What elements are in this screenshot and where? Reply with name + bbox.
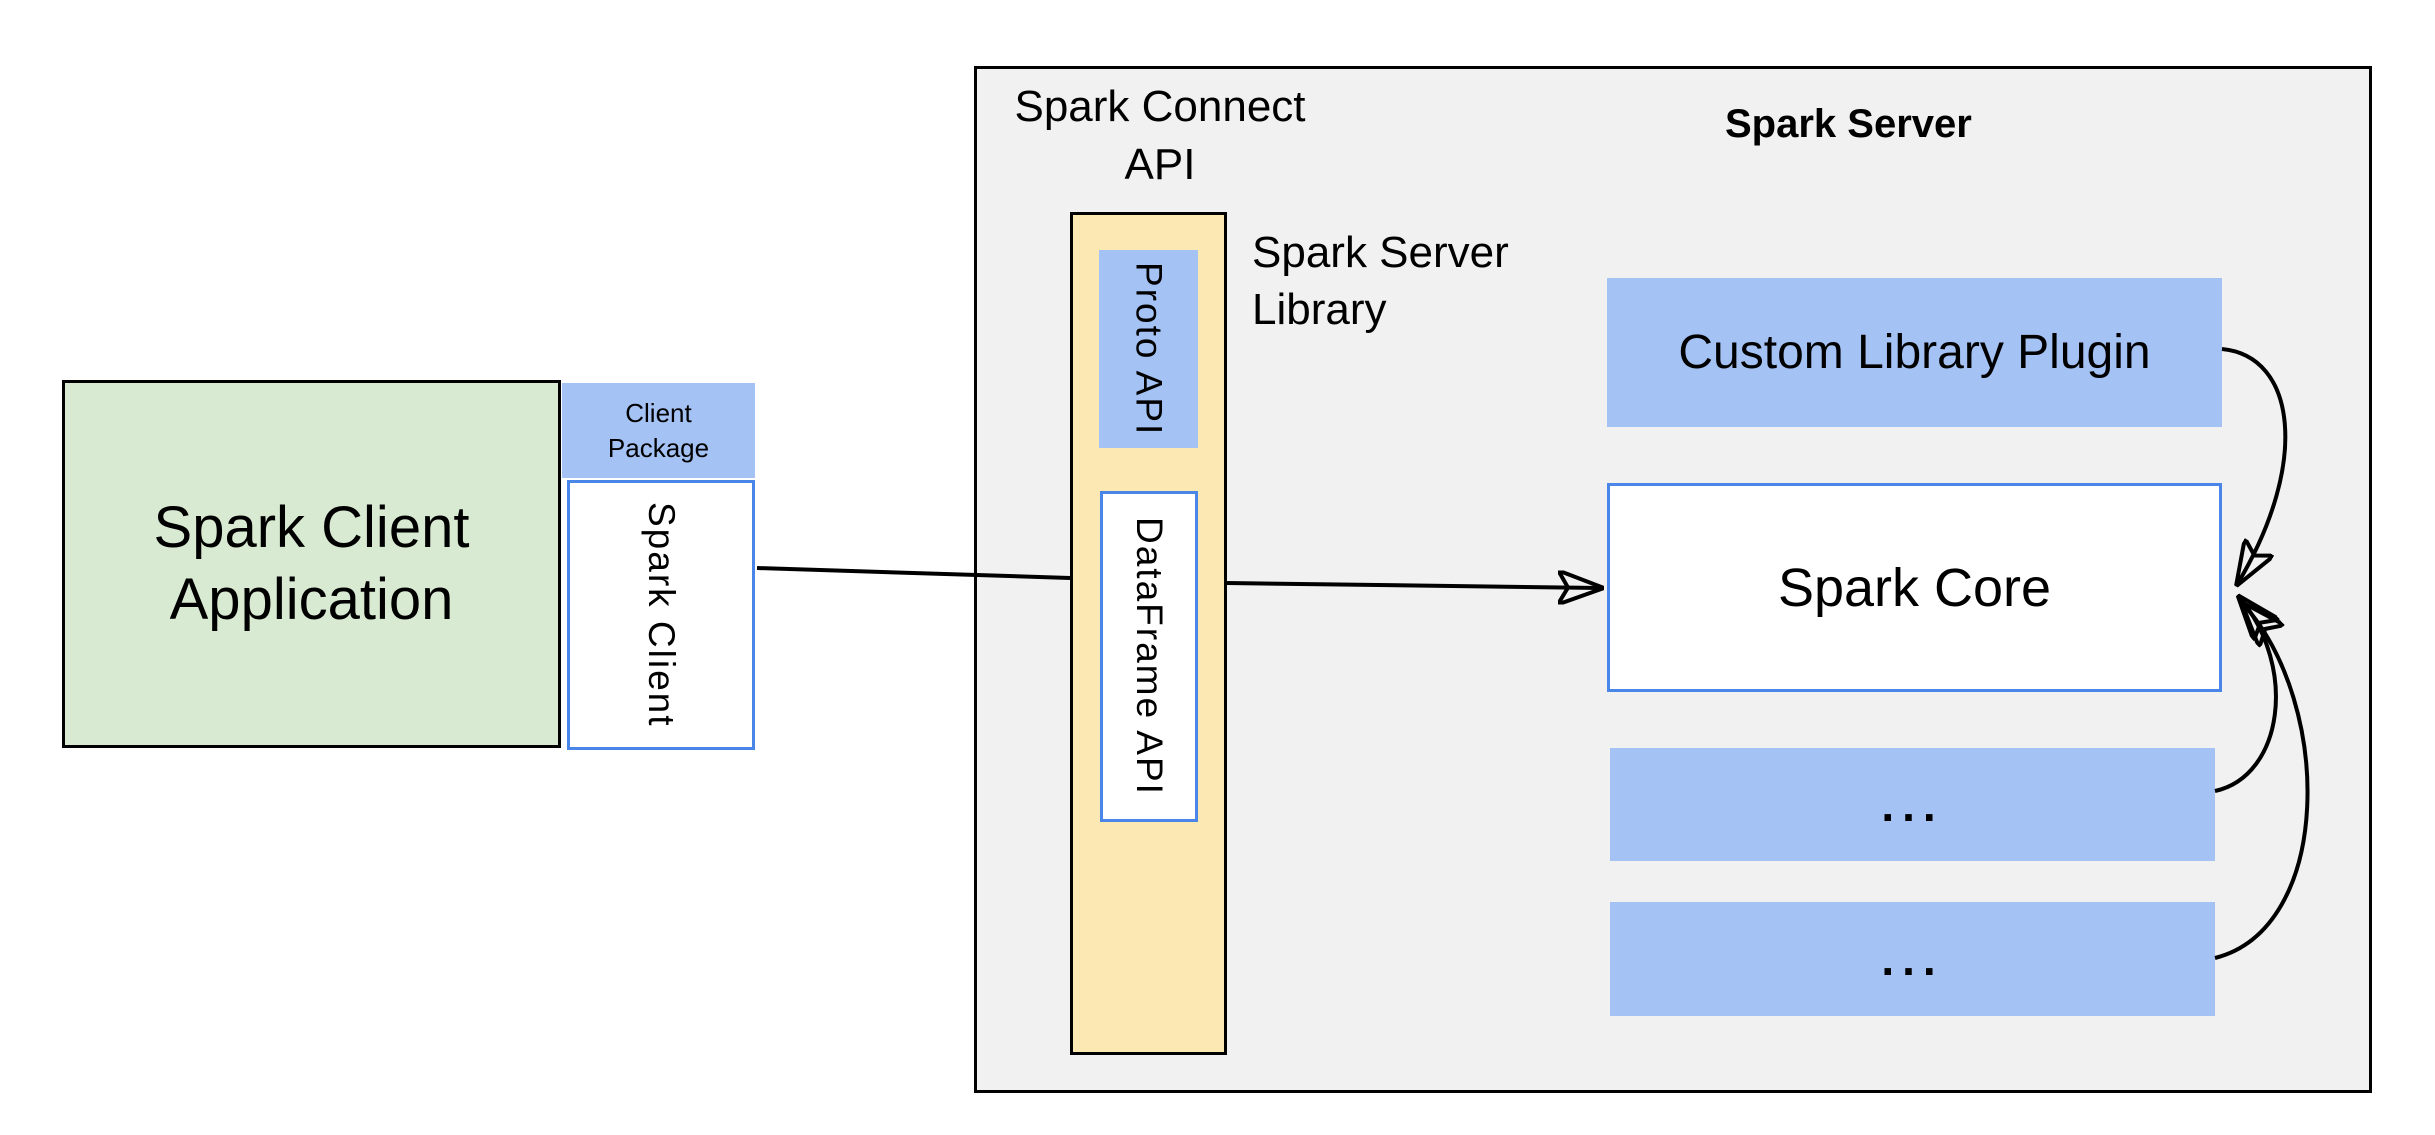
ellipsis-label-2: ... <box>1881 933 1944 985</box>
spark-server-library-label: Spark Server Library <box>1252 228 1509 334</box>
client-package-box: Client Package <box>562 383 755 478</box>
dataframe-api-box: DataFrame API <box>1100 491 1198 822</box>
spark-client-application-box: Spark Client Application <box>62 380 561 748</box>
custom-library-plugin-box: Custom Library Plugin <box>1607 278 2222 427</box>
spark-connect-api-heading: Spark Connect API <box>1014 82 1306 189</box>
spark-client-label: Spark Client <box>641 502 682 728</box>
proto-api-box: Proto API <box>1099 250 1198 448</box>
spark-core-label: Spark Core <box>1777 557 2052 618</box>
spark-core-box: Spark Core <box>1607 483 2222 692</box>
ellipsis-box-2: ... <box>1610 902 2215 1016</box>
ellipsis-label-1: ... <box>1881 778 1944 831</box>
spark-client-application-label: Spark Client Application <box>153 495 470 632</box>
spark-client-box: Spark Client <box>567 480 755 750</box>
proto-api-label: Proto API <box>1128 261 1170 437</box>
spark-server-heading: Spark Server <box>1725 102 1972 146</box>
dataframe-api-label: DataFrame API <box>1129 517 1170 796</box>
custom-library-plugin-label: Custom Library Plugin <box>1678 326 2151 379</box>
ellipsis-box-1: ... <box>1610 748 2215 861</box>
client-package-label: Client Package <box>607 397 710 463</box>
